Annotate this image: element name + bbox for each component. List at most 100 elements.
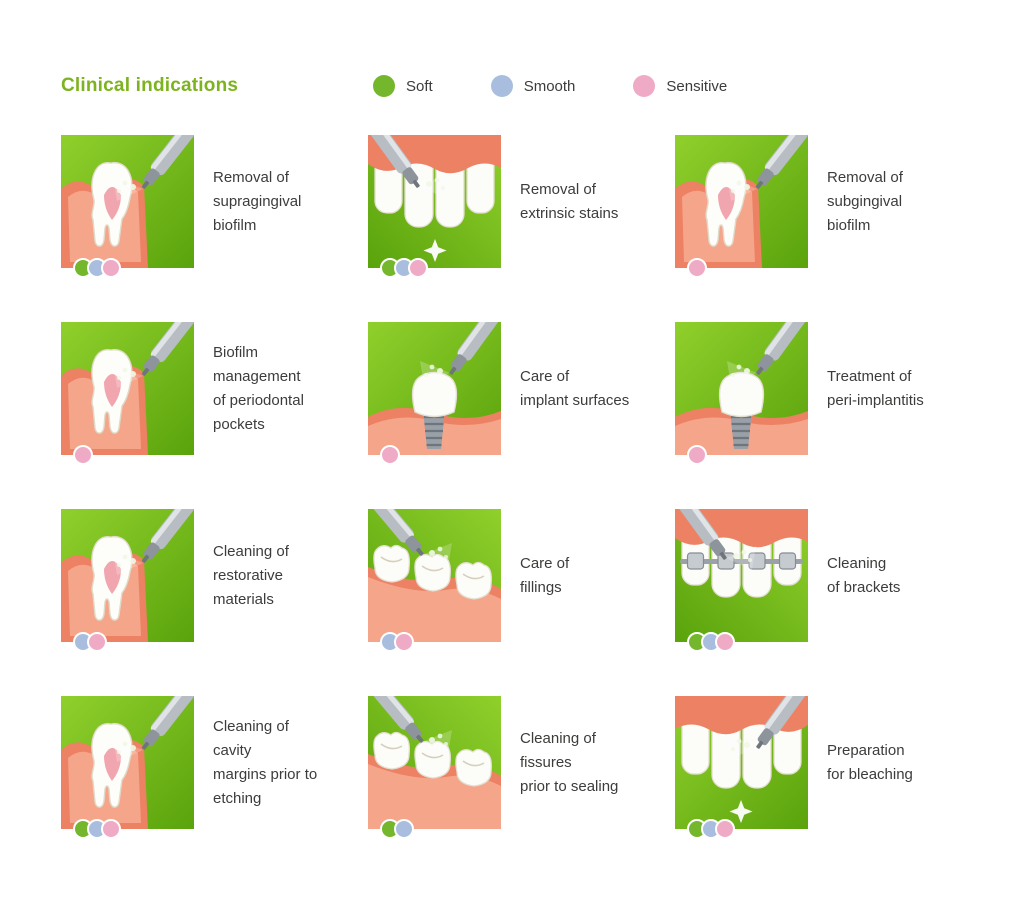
indication-label: Care of implant surfaces <box>520 367 630 409</box>
header: Clinical indications Soft Smooth Sensiti… <box>61 75 1013 97</box>
illustration <box>61 696 194 829</box>
indication-cell-bleaching: Preparation for bleaching <box>675 696 982 839</box>
indication-label: Cleaning of brackets <box>827 554 901 596</box>
molar-row-illustration <box>368 509 501 642</box>
powder-dots <box>73 632 107 652</box>
indication-cell-cavity-margins: Cleaning of cavity margins prior to etch… <box>61 696 368 839</box>
legend-label-smooth: Smooth <box>523 77 576 95</box>
indication-cell-peri-implantitis: Treatment of peri-implantitis <box>675 322 982 465</box>
illustration-tile <box>675 696 808 839</box>
sensitive-dot-icon <box>87 632 107 652</box>
indication-label: Care of fillings <box>520 554 570 596</box>
sensitive-dot-icon <box>687 258 707 278</box>
indication-cell-restorative-materials: Cleaning of restorative materials <box>61 509 368 652</box>
illustration-tile <box>368 135 501 278</box>
illustration-tile <box>675 322 808 465</box>
indication-label: Preparation for bleaching <box>827 741 913 783</box>
powder-legend: Soft Smooth Sensitive <box>373 75 727 97</box>
illustration-tile <box>61 135 194 278</box>
indication-label: Removal of supragingival biofilm <box>213 168 302 234</box>
indication-label: Removal of extrinsic stains <box>520 180 619 222</box>
indication-cell-fillings: Care of fillings <box>368 509 675 652</box>
powder-dots <box>73 445 93 465</box>
illustration <box>675 696 808 829</box>
powder-dots <box>73 819 121 839</box>
illustration <box>368 322 501 455</box>
indication-cell-subgingival-biofilm: Removal of subgingival biofilm <box>675 135 982 278</box>
molar-tooth <box>373 731 411 770</box>
illustration-tile <box>675 135 808 278</box>
indication-label: Cleaning of fissures prior to sealing <box>520 729 619 795</box>
powder-dots <box>687 445 707 465</box>
legend-item-smooth: Smooth <box>490 75 576 97</box>
powder-dots <box>380 258 428 278</box>
illustration <box>61 135 194 268</box>
illustration <box>368 509 501 642</box>
page-title: Clinical indications <box>61 75 239 96</box>
powder-dots <box>687 258 707 278</box>
illustration <box>61 322 194 455</box>
sensitive-dot-icon <box>73 445 93 465</box>
indication-cell-brackets: Cleaning of brackets <box>675 509 982 652</box>
molar-side-illustration <box>61 322 194 455</box>
indication-label: Cleaning of restorative materials <box>213 542 289 608</box>
indication-label: Treatment of peri-implantitis <box>827 367 924 409</box>
illustration <box>368 696 501 829</box>
illustration <box>675 135 808 268</box>
sensitive-dot-icon <box>408 258 428 278</box>
sensitive-dot-icon <box>394 632 414 652</box>
soft-dot-icon <box>373 75 395 97</box>
powder-dots <box>73 258 121 278</box>
indication-cell-fissures: Cleaning of fissures prior to sealing <box>368 696 675 839</box>
sparkle-icon <box>423 239 447 262</box>
implant-crown <box>411 371 458 418</box>
sensitive-dot-icon <box>715 632 735 652</box>
implant-illustration <box>368 322 501 455</box>
sensitive-dot-icon <box>101 819 121 839</box>
implant-screw <box>423 410 445 449</box>
sensitive-dot-icon <box>380 445 400 465</box>
smooth-dot-icon <box>394 819 414 839</box>
smooth-dot-icon <box>490 75 513 97</box>
illustration-tile <box>675 509 808 652</box>
sensitive-dot-icon <box>101 258 121 278</box>
sparkle-icon <box>729 800 753 823</box>
indication-label: Removal of subgingival biofilm <box>827 168 903 234</box>
powder-dots <box>687 632 735 652</box>
molar-side-illustration <box>675 135 808 268</box>
indication-label: Biofilm management of periodontal pocket… <box>213 343 304 433</box>
indications-grid: Removal of supragingival biofilm Removal… <box>61 135 1013 839</box>
illustration-tile <box>61 509 194 652</box>
powder-dots <box>687 819 735 839</box>
illustration <box>368 135 501 268</box>
illustration-tile <box>368 322 501 465</box>
implant-illustration <box>675 322 808 455</box>
sensitive-dot-icon <box>633 75 656 97</box>
illustration-tile <box>368 696 501 839</box>
molar-side-illustration <box>61 135 194 268</box>
brackets-illustration <box>675 509 808 642</box>
legend-item-sensitive: Sensitive <box>633 75 727 97</box>
molar-tooth <box>455 748 493 787</box>
front-teeth-illustration <box>368 135 501 268</box>
legend-label-sensitive: Sensitive <box>666 77 728 95</box>
indication-cell-extrinsic-stains: Removal of extrinsic stains <box>368 135 675 278</box>
implant-screw <box>730 410 752 449</box>
legend-item-soft: Soft <box>373 75 433 97</box>
molar-side-illustration <box>61 509 194 642</box>
powder-dots <box>380 819 414 839</box>
front-teeth-illustration <box>675 696 808 829</box>
illustration-tile <box>61 322 194 465</box>
sensitive-dot-icon <box>687 445 707 465</box>
sensitive-dot-icon <box>715 819 735 839</box>
illustration <box>675 509 808 642</box>
indication-cell-implant-surfaces: Care of implant surfaces <box>368 322 675 465</box>
powder-dots <box>380 632 414 652</box>
illustration-tile <box>61 696 194 839</box>
legend-label-soft: Soft <box>406 77 433 95</box>
molar-tooth <box>455 561 493 600</box>
powder-dots <box>380 445 400 465</box>
implant-crown <box>718 371 765 418</box>
indication-label: Cleaning of cavity margins prior to etch… <box>213 717 318 807</box>
